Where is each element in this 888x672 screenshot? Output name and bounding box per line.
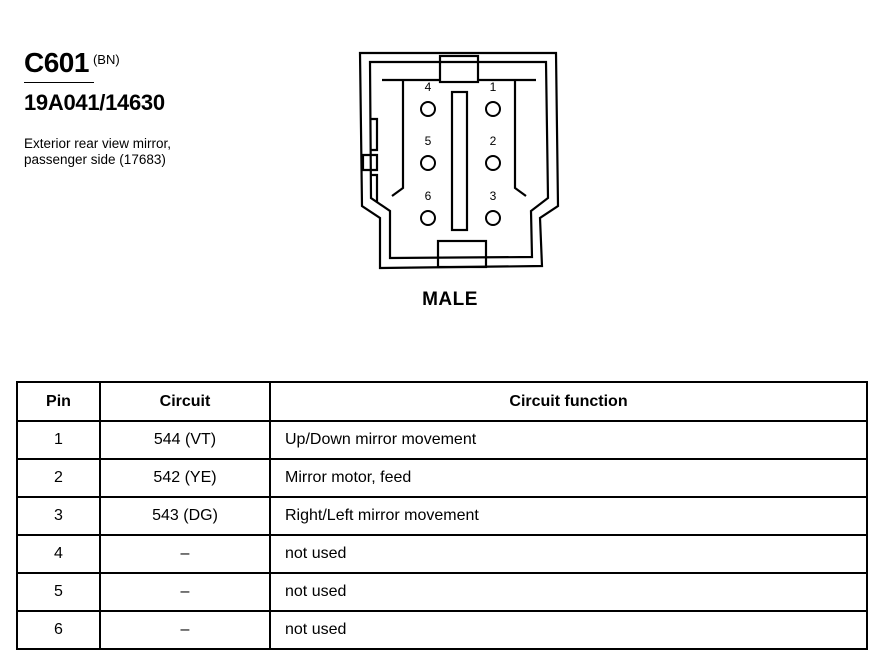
- pin-2-socket: [485, 155, 501, 171]
- connector-header: C601(BN) 19A041/14630 Exterior rear view…: [24, 48, 174, 168]
- cavity-left: [391, 80, 405, 197]
- pin-label-2: 2: [490, 134, 497, 148]
- header-divider: [24, 82, 94, 83]
- function-cell: Mirror motor, feed: [269, 458, 868, 498]
- pin-cell: 5: [16, 572, 101, 612]
- side-tab-middle: [361, 153, 379, 172]
- pin-1-socket: [485, 101, 501, 117]
- pin-label-1: 1: [490, 80, 497, 94]
- connector-inner-shell: [368, 60, 550, 260]
- top-latch: [438, 54, 480, 84]
- connector-title: C601(BN): [24, 48, 174, 78]
- function-cell: Up/Down mirror movement: [269, 420, 868, 460]
- pin-table: Pin Circuit Circuit function 1 544 (VT) …: [16, 381, 868, 650]
- table-header-row: Pin Circuit Circuit function: [16, 381, 868, 422]
- header-circuit-function: Circuit function: [269, 381, 868, 422]
- function-cell: not used: [269, 534, 868, 574]
- part-number: 19A041/14630: [24, 90, 165, 115]
- cavity-right: [513, 80, 527, 197]
- table-row: 2 542 (YE) Mirror motor, feed: [16, 458, 868, 498]
- circuit-cell: 544 (VT): [99, 420, 271, 460]
- pin-cell: 1: [16, 420, 101, 460]
- connector-face-diagram: 1 2 3 4 5 6: [358, 51, 560, 270]
- connector-outer-shell: [358, 51, 560, 270]
- pin-label-4: 4: [425, 80, 432, 94]
- table-row: 3 543 (DG) Right/Left mirror movement: [16, 496, 868, 536]
- pin-label-6: 6: [425, 189, 432, 203]
- circuit-cell: –: [99, 610, 271, 650]
- circuit-cell: 542 (YE): [99, 458, 271, 498]
- pin-3-socket: [485, 210, 501, 226]
- connector-gender-label: MALE: [422, 289, 478, 310]
- center-divider: [450, 90, 469, 232]
- connector-description: Exterior rear view mirror, passenger sid…: [24, 136, 172, 167]
- connector-id: C601: [24, 47, 89, 78]
- pin-cell: 3: [16, 496, 101, 536]
- pin-4-socket: [420, 101, 436, 117]
- function-cell: not used: [269, 610, 868, 650]
- table-row: 6 – not used: [16, 610, 868, 650]
- bottom-latch: [436, 239, 488, 269]
- circuit-cell: 543 (DG): [99, 496, 271, 536]
- side-tab-lower: [370, 173, 379, 202]
- function-cell: Right/Left mirror movement: [269, 496, 868, 536]
- table-row: 5 – not used: [16, 572, 868, 612]
- function-cell: not used: [269, 572, 868, 612]
- pin-label-5: 5: [425, 134, 432, 148]
- header-circuit: Circuit: [99, 381, 271, 422]
- side-tab-upper: [370, 117, 379, 152]
- connector-color-code: (BN): [92, 52, 120, 67]
- header-pin: Pin: [16, 381, 101, 422]
- pin-5-socket: [420, 155, 436, 171]
- table-row: 1 544 (VT) Up/Down mirror movement: [16, 420, 868, 460]
- pin-cell: 2: [16, 458, 101, 498]
- table-row: 4 – not used: [16, 534, 868, 574]
- pin-cell: 4: [16, 534, 101, 574]
- pin-label-3: 3: [490, 189, 497, 203]
- circuit-cell: –: [99, 572, 271, 612]
- pin-cell: 6: [16, 610, 101, 650]
- circuit-cell: –: [99, 534, 271, 574]
- pin-6-socket: [420, 210, 436, 226]
